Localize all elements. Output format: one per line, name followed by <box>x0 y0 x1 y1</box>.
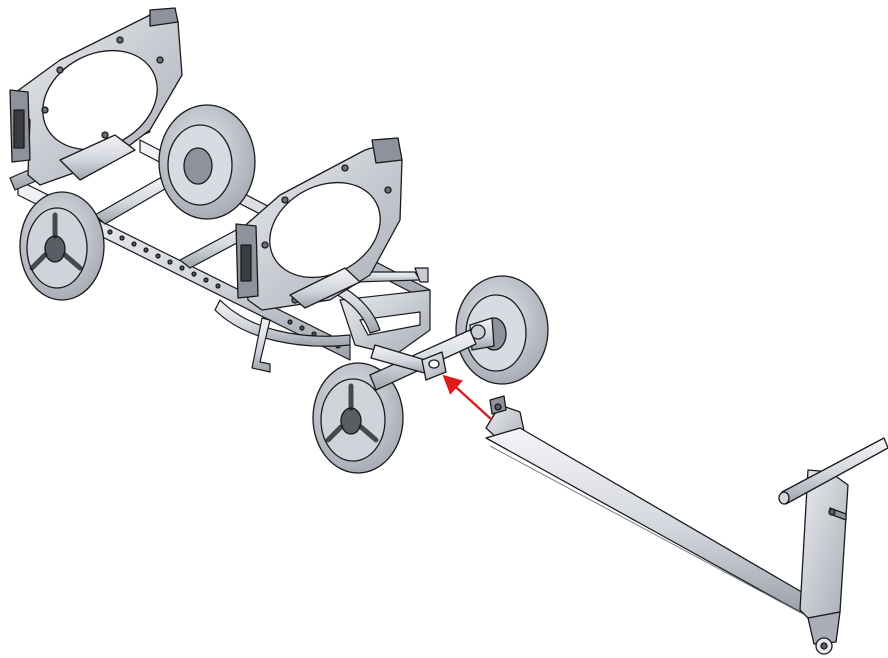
wheel-rear-right <box>158 104 256 220</box>
wheel-front-right <box>455 275 549 385</box>
tow-handle <box>778 437 888 655</box>
rear-pipe-clamp <box>9 7 183 186</box>
assembly-arrow <box>442 374 493 421</box>
rail-holes <box>107 229 341 349</box>
tow-bar <box>485 427 813 615</box>
wheel-front-left <box>312 362 404 474</box>
wheel-rear-left <box>19 191 105 301</box>
front-pipe-clamp <box>235 137 403 311</box>
front-axle <box>369 329 477 391</box>
